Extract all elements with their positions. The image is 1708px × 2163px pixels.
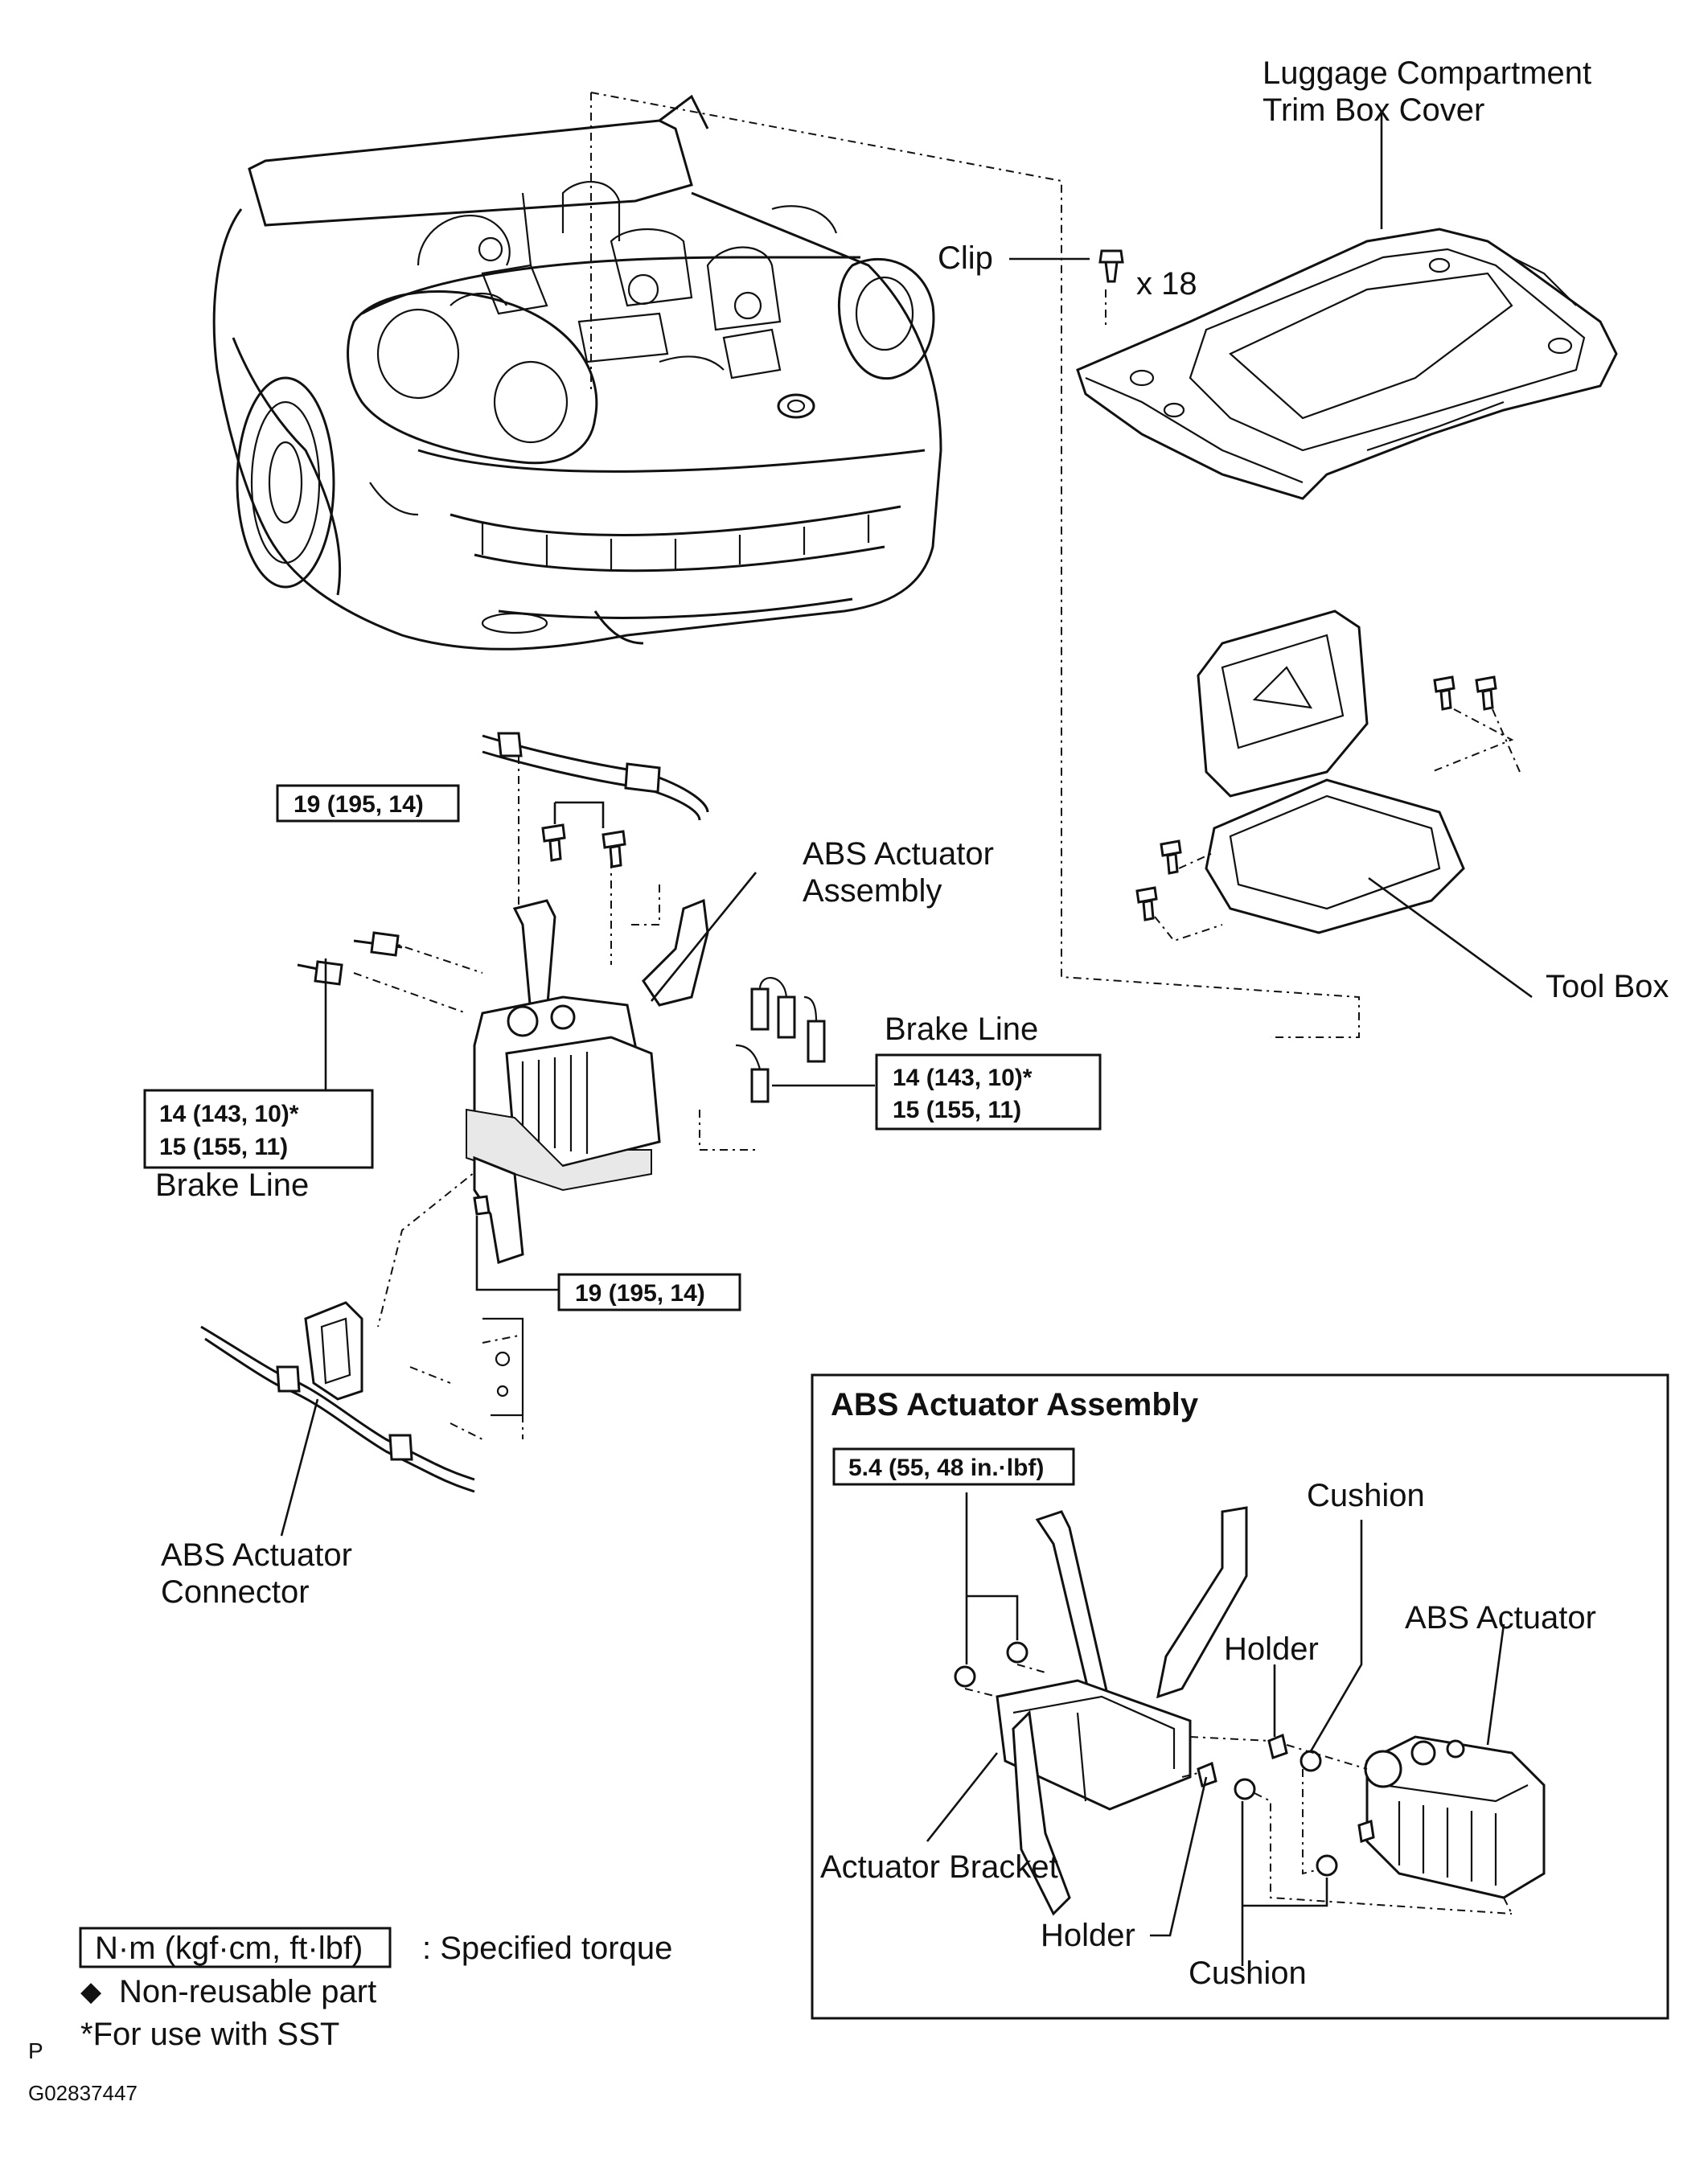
abs-connector-label-2: Connector [161, 1574, 310, 1610]
luggage-trim-box-cover-illustration [1076, 228, 1618, 500]
inset-cushion-bottom-label: Cushion [1189, 1956, 1307, 1991]
tool-box-illustration [1135, 609, 1497, 934]
inset-illustration [954, 1506, 1546, 1916]
tool-box-label: Tool Box [1546, 969, 1669, 1004]
torque-brake-right-2: 15 (155, 11) [893, 1097, 1021, 1123]
brake-line-right-label: Brake Line [885, 1012, 1038, 1047]
clip-quantity: x 18 [1136, 266, 1197, 302]
inset-torque: 5.4 (55, 48 in.·lbf) [848, 1455, 1044, 1481]
inset-actuator-bracket-label: Actuator Bracket [820, 1849, 1058, 1885]
clip-label: Clip [938, 240, 993, 276]
legend-nonreusable: Non-reusable part [119, 1974, 376, 2009]
clip-part [1098, 249, 1124, 283]
leader-lines [280, 113, 1533, 1966]
torque-brake-right-1: 14 (143, 10)* [893, 1065, 1033, 1091]
car-front-illustration [212, 94, 942, 651]
abs-actuator-assembly-illustration [200, 732, 826, 1493]
torque-bolt-lower: 19 (195, 14) [575, 1280, 705, 1307]
legend-nonreusable-symbol: ◆ [80, 1976, 102, 2007]
inset-holder-top-label: Holder [1224, 1631, 1319, 1667]
torque-bolts-top: 19 (195, 14) [294, 791, 424, 818]
inset-abs-actuator-label: ABS Actuator [1405, 1600, 1596, 1636]
inset-holder-bottom-label: Holder [1041, 1918, 1135, 1953]
abs-assembly-label-1: ABS Actuator [803, 836, 994, 872]
legend-sst: *For use with SST [80, 2017, 339, 2052]
legend-torque-unit: N·m (kgf·cm, ft·lbf) [95, 1931, 363, 1966]
figure-id: G02837447 [28, 2081, 138, 2105]
torque-brake-left-2: 15 (155, 11) [159, 1134, 288, 1160]
luggage-cover-label-2: Trim Box Cover [1263, 92, 1484, 128]
luggage-cover-label-1: Luggage Compartment [1263, 55, 1591, 91]
inset-cushion-top-label: Cushion [1307, 1478, 1425, 1513]
abs-assembly-label-2: Assembly [803, 873, 942, 909]
page-mark: P [28, 2038, 43, 2063]
abs-connector-label-1: ABS Actuator [161, 1537, 352, 1573]
torque-brake-left-1: 14 (143, 10)* [159, 1101, 299, 1127]
inset-title: ABS Actuator Assembly [831, 1387, 1199, 1422]
legend-torque-desc: : Specified torque [422, 1931, 672, 1966]
torque-boxes [79, 784, 1102, 1968]
brake-line-left-label: Brake Line [155, 1168, 309, 1203]
